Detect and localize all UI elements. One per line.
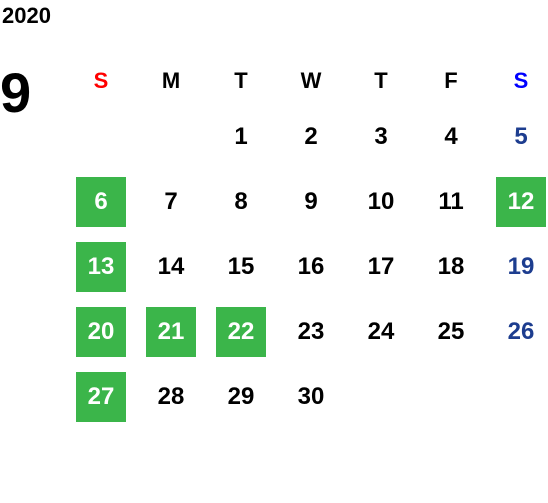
calendar-day-cell[interactable]: 29 (208, 367, 278, 432)
calendar-day-cell[interactable]: 17 (348, 237, 418, 302)
day-number: 16 (297, 253, 325, 280)
calendar-month: 9 (0, 61, 32, 124)
holiday-day-number: 27 (76, 372, 126, 422)
weekday-label: S (513, 68, 529, 93)
calendar-week-row: 1 2 3 4 5 (68, 107, 548, 172)
day-number: 15 (227, 253, 255, 280)
day-number: 8 (234, 188, 248, 215)
holiday-day-number: 22 (216, 307, 266, 357)
day-number: 28 (157, 383, 185, 410)
calendar-year: 2020 (2, 3, 51, 28)
calendar-day-cell[interactable]: 13 (68, 237, 138, 302)
day-number: 2 (304, 123, 318, 150)
day-number: 11 (438, 188, 464, 215)
day-number: 14 (157, 253, 185, 280)
calendar-day-cell[interactable]: 25 (418, 302, 488, 367)
calendar-day-cell[interactable]: 2 (278, 107, 348, 172)
day-number: 23 (297, 318, 325, 345)
holiday-day-number: 21 (146, 307, 196, 357)
calendar-day-cell[interactable]: 23 (278, 302, 348, 367)
calendar-week-row: 13 14 15 16 17 18 19 (68, 237, 548, 302)
calendar-day-cell[interactable]: 1 (208, 107, 278, 172)
day-number: 5 (514, 123, 528, 150)
calendar-day-cell[interactable]: 5 (488, 107, 548, 172)
weekday-header-cell: M (138, 55, 208, 107)
day-number: 7 (164, 188, 178, 215)
calendar-empty-cell (348, 367, 418, 432)
calendar-day-cell[interactable]: 14 (138, 237, 208, 302)
holiday-day-number: 6 (76, 177, 126, 227)
calendar-day-cell[interactable]: 6 (68, 172, 138, 237)
calendar-day-cell[interactable]: 19 (488, 237, 548, 302)
calendar-empty-cell (418, 367, 488, 432)
holiday-day-number: 13 (76, 242, 126, 292)
calendar-day-cell[interactable]: 26 (488, 302, 548, 367)
day-number: 29 (227, 383, 255, 410)
day-number: 4 (444, 123, 458, 150)
day-number: 25 (437, 318, 465, 345)
calendar-day-cell[interactable]: 20 (68, 302, 138, 367)
weekday-header-cell: S (68, 55, 138, 107)
day-number: 10 (367, 188, 395, 215)
day-number: 1 (234, 123, 248, 150)
weekday-label: T (374, 68, 388, 93)
calendar-day-cell[interactable]: 21 (138, 302, 208, 367)
weekday-label: S (93, 68, 109, 93)
weekday-label: T (234, 68, 248, 93)
weekday-header-cell: F (418, 55, 488, 107)
calendar-day-cell[interactable]: 15 (208, 237, 278, 302)
calendar-day-cell[interactable]: 30 (278, 367, 348, 432)
day-number: 3 (374, 123, 388, 150)
calendar-day-cell[interactable]: 8 (208, 172, 278, 237)
calendar-day-cell[interactable]: 12 (488, 172, 548, 237)
weekday-label: F (444, 68, 458, 93)
weekday-header-cell: S (488, 55, 548, 107)
calendar-day-cell[interactable]: 16 (278, 237, 348, 302)
day-number: 18 (437, 253, 465, 280)
weekday-header-cell: T (208, 55, 278, 107)
weekday-label: M (161, 68, 181, 93)
calendar-empty-cell (488, 367, 548, 432)
holiday-day-number: 20 (76, 307, 126, 357)
calendar-empty-cell (138, 107, 208, 172)
day-number: 9 (304, 188, 318, 215)
weekday-header-cell: W (278, 55, 348, 107)
calendar-day-cell[interactable]: 4 (418, 107, 488, 172)
day-number: 19 (507, 253, 535, 280)
weekday-header-cell: T (348, 55, 418, 107)
calendar-week-row: 20 21 22 23 24 25 26 (68, 302, 548, 367)
calendar-day-cell[interactable]: 24 (348, 302, 418, 367)
calendar-day-cell[interactable]: 27 (68, 367, 138, 432)
calendar-day-cell[interactable]: 3 (348, 107, 418, 172)
calendar-day-cell[interactable]: 28 (138, 367, 208, 432)
weekday-label: W (300, 68, 322, 93)
day-number: 17 (367, 253, 395, 280)
calendar-day-cell[interactable]: 22 (208, 302, 278, 367)
calendar-week-row: 27 28 29 30 (68, 367, 548, 432)
calendar-day-cell[interactable]: 10 (348, 172, 418, 237)
day-number: 26 (507, 318, 535, 345)
day-number: 30 (297, 383, 325, 410)
calendar-day-cell[interactable]: 18 (418, 237, 488, 302)
calendar-empty-cell (68, 107, 138, 172)
calendar-week-row: 6 7 8 9 10 11 12 (68, 172, 548, 237)
day-number: 24 (367, 318, 395, 345)
holiday-day-number: 12 (496, 177, 546, 227)
calendar-day-cell[interactable]: 9 (278, 172, 348, 237)
calendar-day-cell[interactable]: 11 (418, 172, 488, 237)
calendar-day-cell[interactable]: 7 (138, 172, 208, 237)
